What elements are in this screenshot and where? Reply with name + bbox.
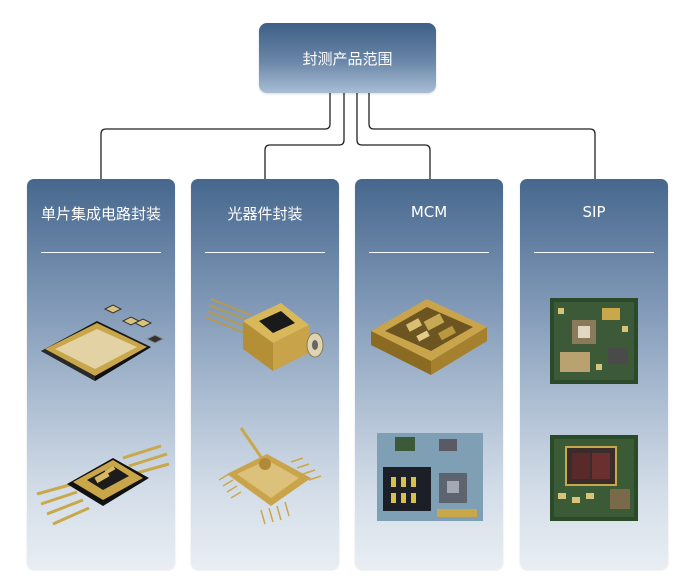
mcm-die-photo-image [377,433,483,521]
optical-butterfly-package-image [204,298,324,371]
divider [41,252,161,253]
optical-quad-flat-package-image [218,427,322,525]
connector-col1 [100,93,331,179]
connector-col3 [356,93,431,179]
connector-col4 [368,93,596,179]
column-monolithic-ic: 单片集成电路封装 [27,179,175,569]
column-title: MCM [410,203,448,221]
column-mcm: MCM [355,179,503,569]
column-optical-device: 光器件封装 [191,179,339,569]
ceramic-package-leaded-image [36,444,170,526]
ceramic-package-lid-image [41,304,165,381]
divider [369,252,489,253]
divider [205,252,325,253]
sip-module-photo-1-image [550,298,638,384]
mcm-gold-cavity-image [371,299,487,375]
sip-module-photo-2-image [550,435,638,521]
column-sip: SIP [520,179,668,569]
root-label: 封测产品范围 [302,49,393,68]
column-title: 光器件封装 [227,205,303,223]
column-title: SIP [582,203,606,221]
root-node: 封测产品范围 [259,23,436,93]
connector-col2 [264,93,345,179]
divider [534,252,654,253]
column-title: 单片集成电路封装 [40,205,161,223]
